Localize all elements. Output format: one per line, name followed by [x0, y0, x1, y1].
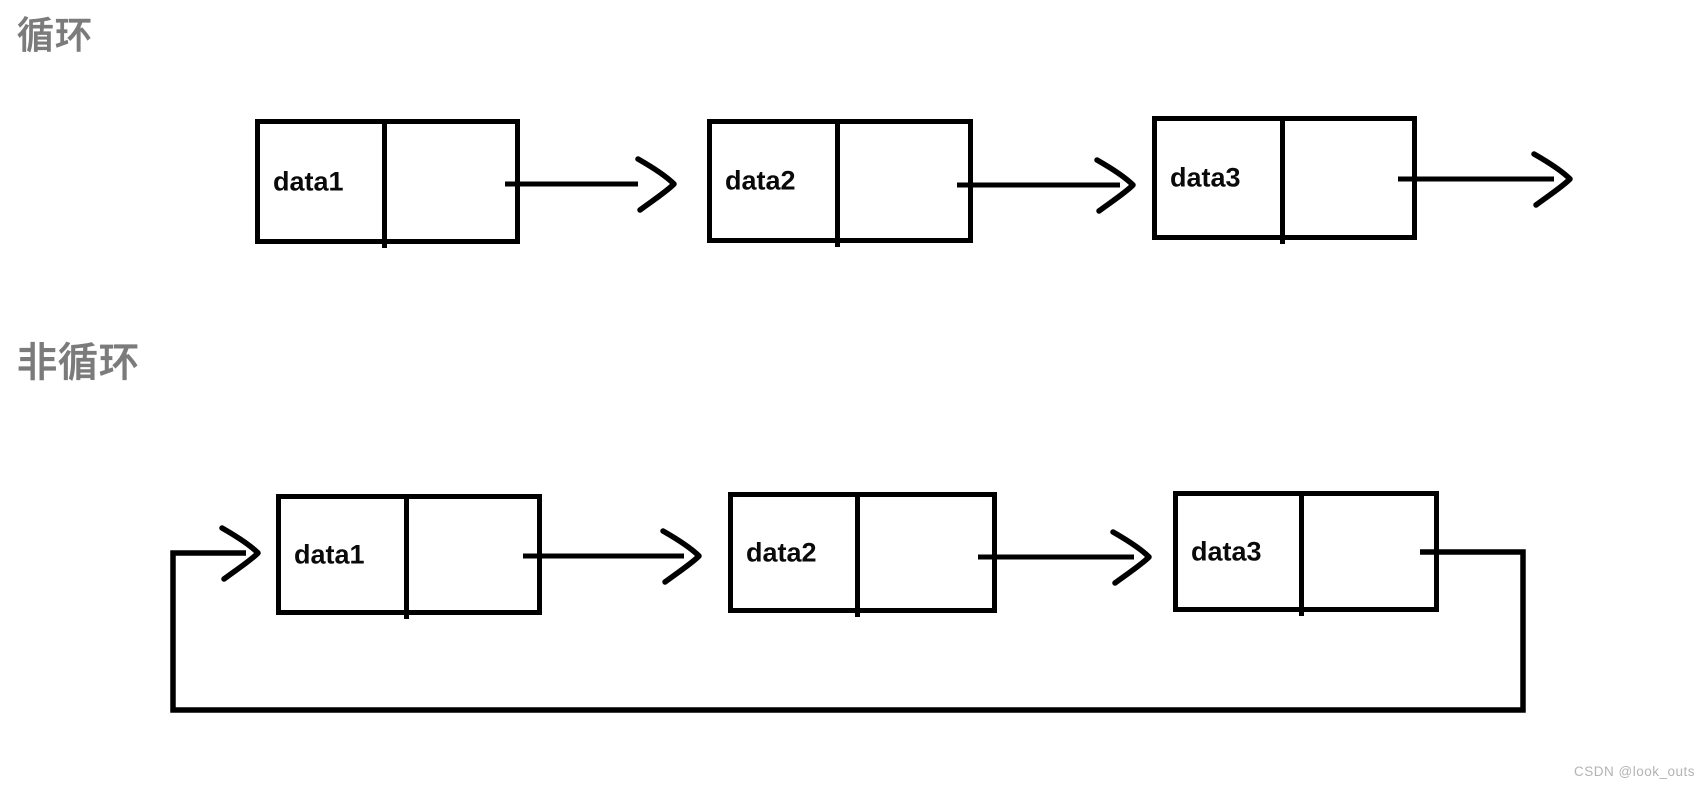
node-cell-divider: [1280, 121, 1285, 244]
node-label: data3: [1191, 536, 1262, 566]
node-row1-data3: data3: [1152, 116, 1417, 244]
node-row2-data2: data2: [728, 492, 997, 617]
next-pointer-arrow-row1-3: [1398, 151, 1573, 208]
node-label: data3: [1170, 162, 1241, 193]
next-pointer-arrow-row1-2: [957, 157, 1136, 214]
node-label: data2: [725, 165, 796, 196]
next-pointer-arrow-row2-2: [978, 529, 1152, 586]
node-cell-divider: [855, 497, 860, 617]
section-title-noncircular: 非循环: [17, 341, 140, 385]
next-pointer-arrow-row1-1: [505, 156, 677, 213]
node-label: data2: [746, 537, 817, 567]
next-pointer-arrow-row2-1: [523, 528, 702, 585]
node-cell-divider: [404, 499, 409, 619]
node-cell-divider: [1299, 496, 1304, 616]
node-label: data1: [294, 539, 365, 569]
section-title-circular: 循环: [17, 15, 93, 56]
node-row1-data2: data2: [707, 119, 973, 247]
node-label: data1: [273, 166, 344, 196]
node-row1-data1: data1: [255, 119, 520, 248]
watermark-text: CSDN @look_outs: [1574, 764, 1695, 779]
node-row2-data1: data1: [276, 494, 542, 619]
node-cell-divider: [382, 124, 387, 248]
node-cell-divider: [835, 124, 840, 247]
node-row2-data3: data3: [1173, 491, 1439, 616]
